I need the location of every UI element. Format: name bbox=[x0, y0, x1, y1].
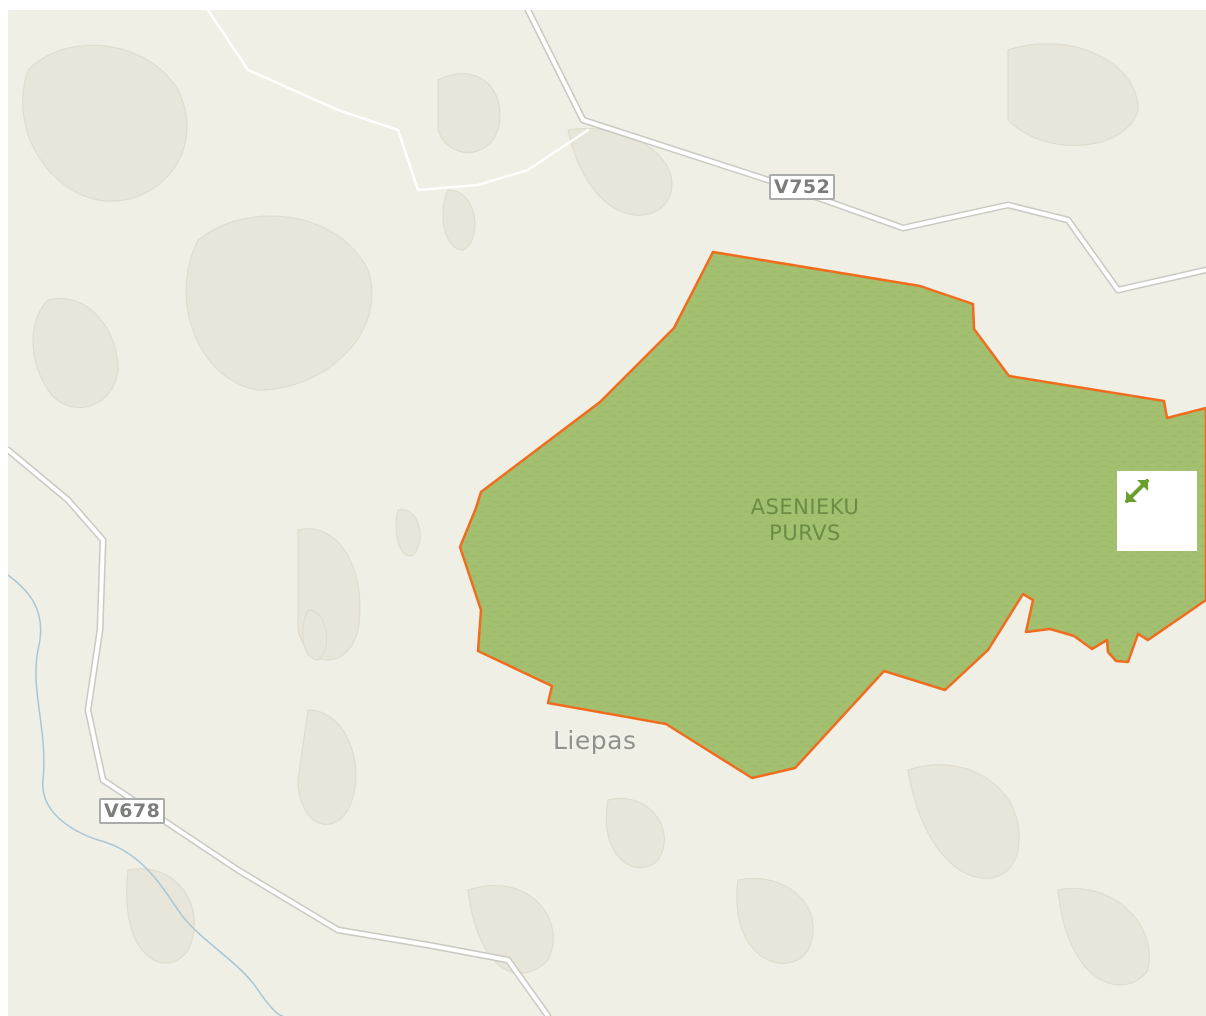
expand-map-button[interactable] bbox=[1117, 471, 1197, 551]
road-shield-v752: V752 bbox=[769, 174, 836, 200]
expand-arrows-icon bbox=[1125, 479, 1149, 503]
area-label-line2: PURVS bbox=[769, 521, 841, 545]
place-label-liepas: Liepas bbox=[553, 726, 637, 755]
map-canvas bbox=[8, 10, 1206, 1016]
terrain-contours bbox=[22, 43, 1150, 986]
stream bbox=[8, 574, 284, 1016]
map-view[interactable]: V752 V678 ASENIEKU PURVS Liepas bbox=[8, 10, 1206, 1016]
road-shield-v678: V678 bbox=[99, 798, 166, 824]
area-label-line1: ASENIEKU bbox=[750, 495, 860, 519]
nature-reserve-area[interactable] bbox=[458, 250, 1206, 780]
roads bbox=[8, 10, 1206, 1016]
area-label: ASENIEKU PURVS bbox=[705, 494, 905, 546]
